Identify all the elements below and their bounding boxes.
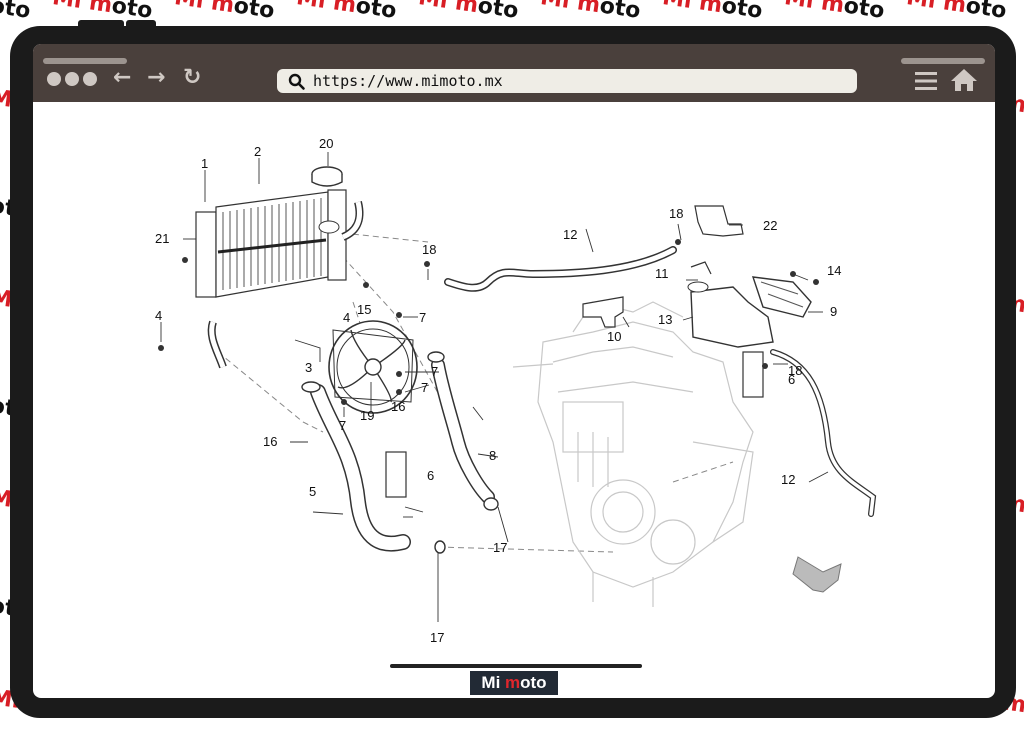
callout-7: 7: [419, 310, 426, 325]
callout-16: 16: [263, 434, 277, 449]
watermark-text: Mi moto: [538, 0, 643, 24]
watermark-text: Mi moto: [416, 0, 521, 24]
logo-part-2: m: [505, 673, 521, 692]
watermark-text: Mi moto: [0, 0, 33, 24]
hose-12-top: [444, 246, 677, 292]
callout-6: 6: [788, 372, 795, 387]
hose-12-right: [770, 349, 877, 517]
callout-11: 11: [655, 266, 669, 281]
callout-15: 15: [357, 302, 371, 317]
callout-7: 7: [339, 418, 346, 433]
engine-outline: [512, 301, 754, 607]
logo-part-1: Mi: [481, 673, 506, 692]
bracket-22: [694, 205, 744, 237]
callout-20: 20: [319, 136, 333, 151]
radiator-cap: [311, 166, 343, 187]
callout-13: 13: [658, 312, 672, 327]
callout-6: 6: [427, 468, 434, 483]
callout-16: 16: [391, 399, 405, 414]
device-button: [78, 20, 124, 30]
callout-21: 21: [155, 231, 169, 246]
pad-6-left: [385, 451, 407, 498]
tab-placeholder-right[interactable]: [901, 58, 985, 64]
cooling-fan: [328, 320, 418, 414]
callout-17: 17: [493, 540, 507, 555]
watermark-text: Mi moto: [172, 0, 277, 24]
callout-19: 19: [360, 408, 374, 423]
bolts: [158, 239, 819, 405]
menu-icon[interactable]: [913, 70, 939, 92]
callout-18: 18: [788, 363, 802, 378]
callout-18: 18: [422, 242, 436, 257]
watermark-text: Mi moto: [294, 0, 399, 24]
callout-18: 18: [669, 206, 683, 221]
home-indicator[interactable]: [390, 664, 642, 668]
search-icon: [288, 73, 305, 90]
callout-8: 8: [489, 448, 496, 463]
radiator: [195, 189, 364, 369]
clamps: [301, 351, 499, 554]
reservoir-tank: [687, 261, 812, 348]
callout-5: 5: [309, 484, 316, 499]
pad-6-right: [742, 351, 764, 398]
callout-3: 3: [305, 360, 312, 375]
leader-lines: [160, 152, 829, 622]
callout-4: 4: [343, 310, 350, 325]
watermark-text: Mi moto: [660, 0, 765, 24]
front-direction-arrow: [792, 556, 842, 593]
url-text: https://www.mimoto.mx: [313, 72, 503, 90]
callout-10: 10: [607, 329, 621, 344]
callout-7: 7: [431, 364, 438, 379]
callouts: 1 2 3 4 4 5 6 6 7 7 7 7 8 9 10 11 12 12 …: [155, 136, 841, 645]
callout-4: 4: [155, 308, 162, 323]
tab-placeholder-left[interactable]: [43, 58, 127, 64]
callout-12: 12: [781, 472, 795, 487]
callout-7: 7: [421, 380, 428, 395]
callout-1: 1: [201, 156, 208, 171]
forward-arrow-icon[interactable]: →: [147, 65, 166, 90]
window-dot[interactable]: [47, 72, 61, 86]
mimoto-logo[interactable]: Mi moto: [470, 671, 558, 695]
logo-part-3: oto: [520, 673, 547, 692]
home-icon[interactable]: [950, 68, 978, 92]
browser-toolbar: ← → ↻ https://www.mimoto.mx: [33, 44, 995, 102]
callout-14: 14: [827, 263, 841, 278]
window-dot[interactable]: [65, 72, 79, 86]
callout-12: 12: [563, 227, 577, 242]
window-dots: [47, 72, 97, 86]
hose-8: [431, 358, 495, 504]
callout-9: 9: [830, 304, 837, 319]
address-bar[interactable]: https://www.mimoto.mx: [277, 69, 857, 93]
bracket-10: [582, 296, 624, 328]
callout-17: 17: [430, 630, 444, 645]
back-arrow-icon[interactable]: ←: [113, 65, 132, 90]
browser-screen: ← → ↻ https://www.mimoto.mx: [33, 44, 995, 698]
watermark-text: Mi moto: [904, 0, 1009, 24]
parts-diagram: 1 2 3 4 4 5 6 6 7 7 7 7 8 9 10 11 12 12 …: [155, 136, 877, 645]
reload-icon[interactable]: ↻: [183, 65, 202, 90]
watermark-text: Mi moto: [782, 0, 887, 24]
callout-2: 2: [254, 144, 261, 159]
hose-5: [310, 384, 411, 552]
callout-22: 22: [763, 218, 777, 233]
device-button: [126, 20, 156, 30]
window-dot[interactable]: [83, 72, 97, 86]
